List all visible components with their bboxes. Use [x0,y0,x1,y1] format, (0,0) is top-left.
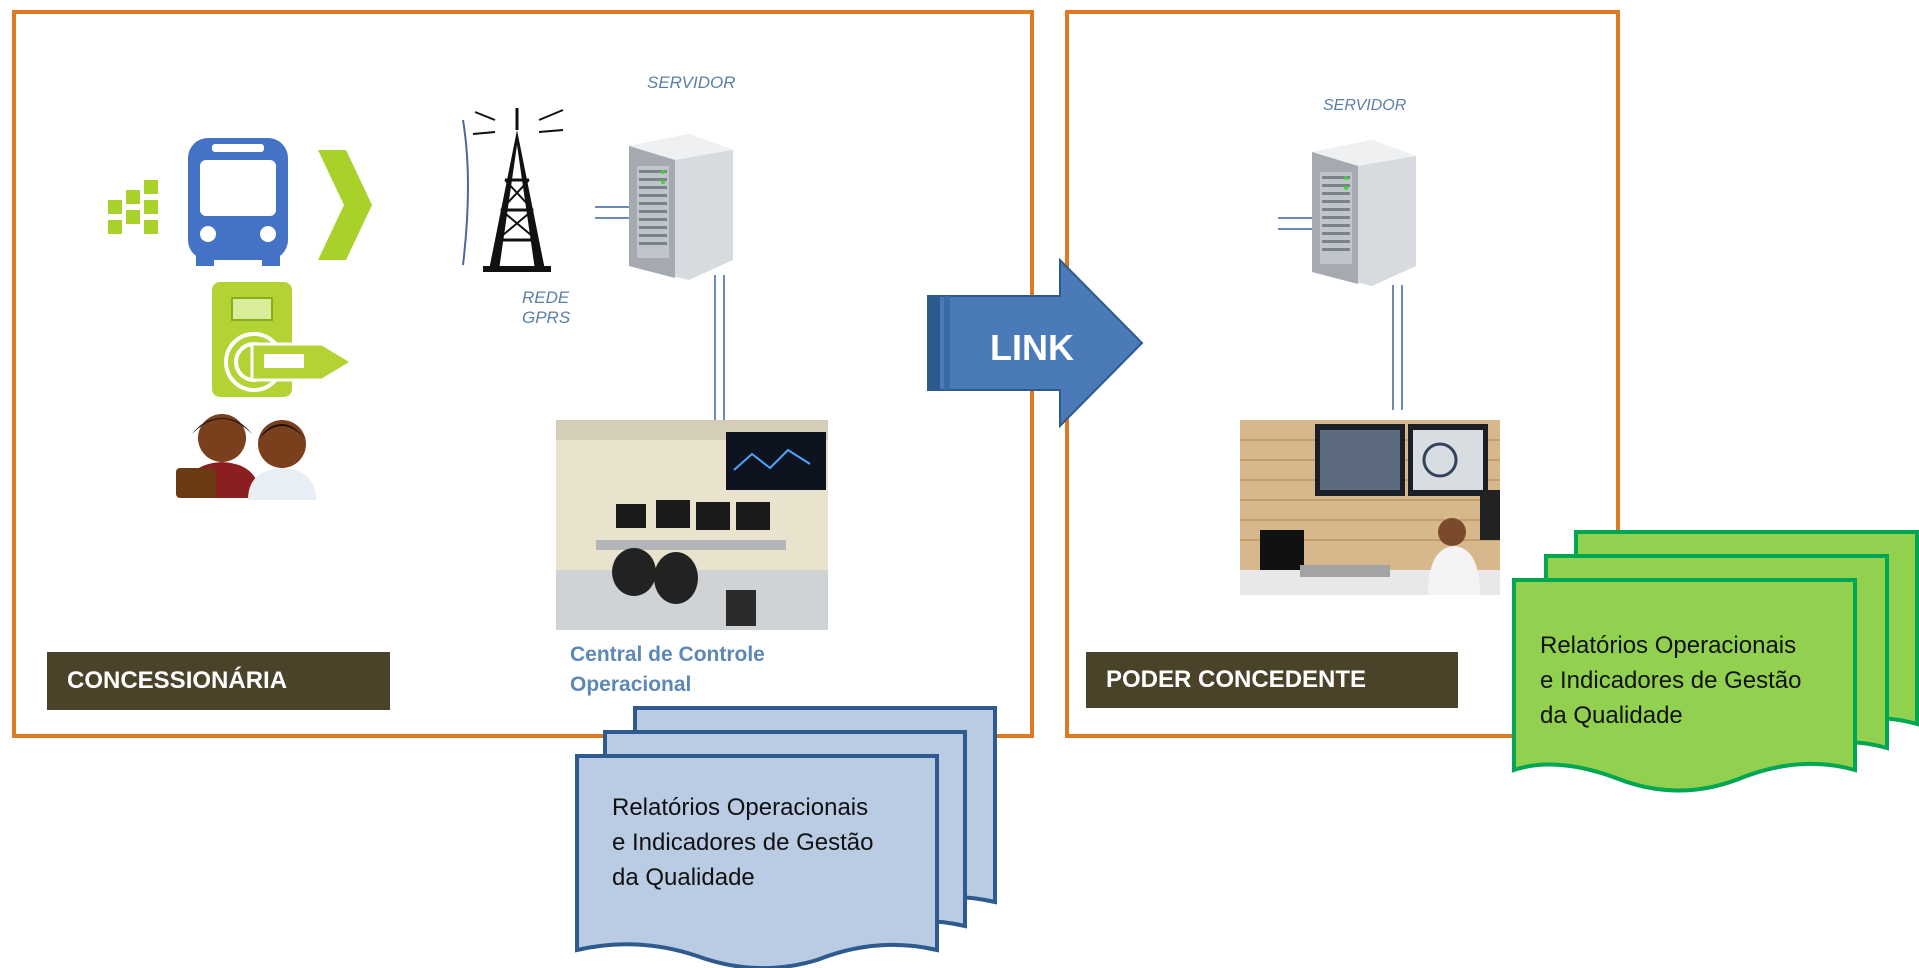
link-arrow [927,257,1144,429]
monitoring-room-photo [1240,420,1500,595]
green-report-stack [1512,530,1919,793]
server-icon-left [595,134,733,280]
smart-card-icon [212,282,355,397]
control-center-label: Central de Controle Operacional [570,643,765,696]
blue-report-text: Relatórios Operacionais e Indicadores de… [612,794,874,891]
network-label: REDE GPRS [522,288,571,327]
connector-left [714,275,725,420]
control-center-photo [556,420,828,630]
concessionaria-panel [12,10,1034,738]
link-label: LINK [990,327,1074,368]
server-label-left: SERVIDOR [647,73,736,92]
radio-tower-icon [462,108,564,272]
connector-right [1392,285,1403,410]
green-report-text: Relatórios Operacionais e Indicadores de… [1540,632,1802,729]
concessionaria-label: CONCESSIONÁRIA [47,652,390,710]
poder-concedente-label: PODER CONCEDENTE [1086,652,1458,708]
blue-report-stack [575,706,997,968]
users-icon [176,414,316,500]
server-icon-right [1278,140,1416,286]
bus-icon [108,138,372,266]
server-label-right: SERVIDOR [1323,97,1407,114]
